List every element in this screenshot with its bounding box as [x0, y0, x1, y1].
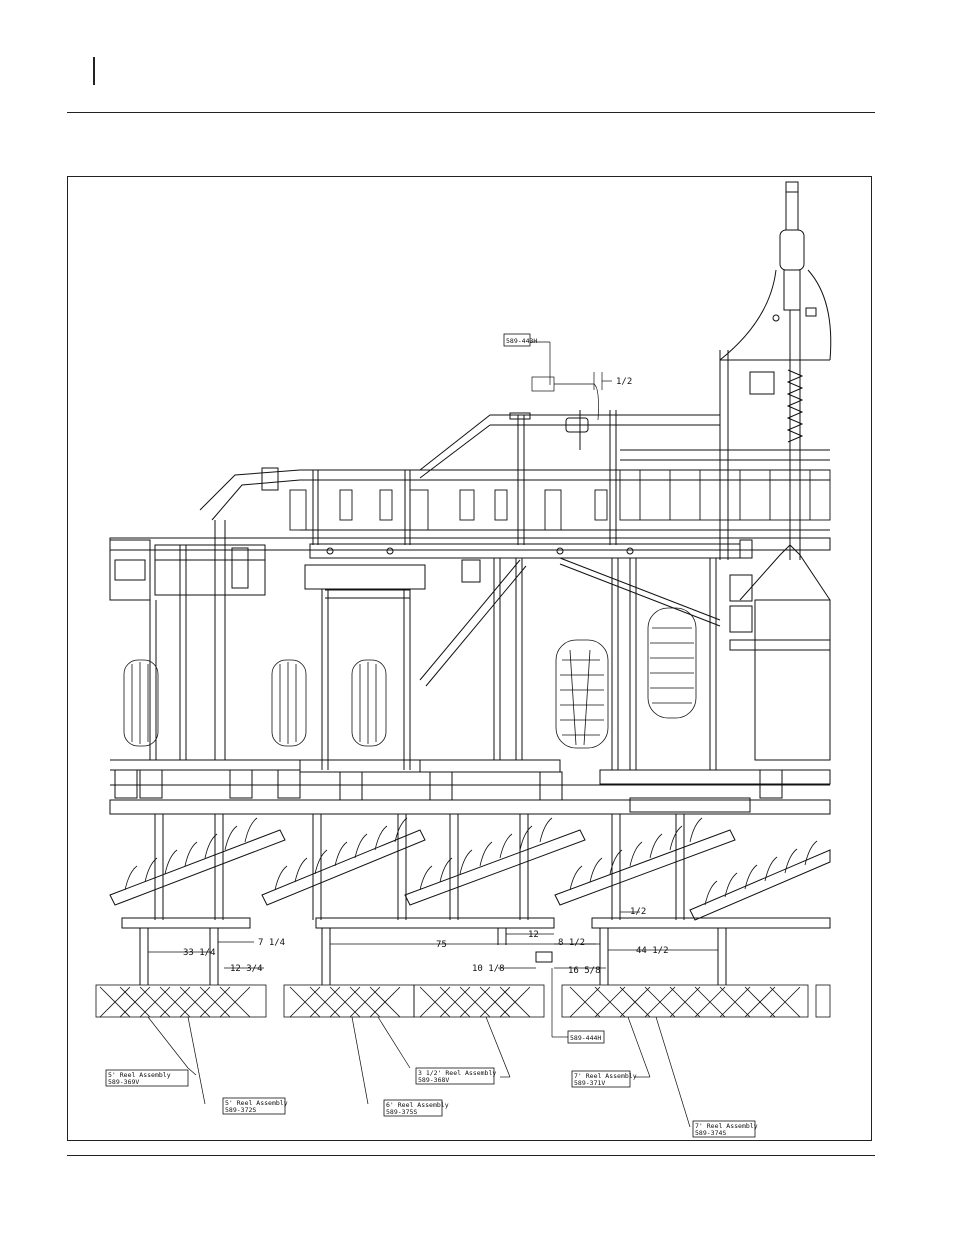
- left-wing: [110, 540, 300, 770]
- callout-part-mid: 589-444H: [570, 1034, 601, 1042]
- upper-frame: [200, 350, 830, 760]
- dim-7: 7 1/4: [258, 938, 285, 948]
- callout-part-top: 589-443H: [506, 337, 537, 345]
- lower-toolbar: [110, 760, 830, 814]
- reel-crossbars: [122, 918, 830, 985]
- dim-75: 75: [436, 940, 447, 950]
- assembly-5-part: 589-371V: [574, 1079, 605, 1087]
- assembly-6-part: 589-374S: [695, 1129, 726, 1137]
- assembly-3-part: 589-375S: [386, 1108, 417, 1116]
- dim-33: 33 1/4: [183, 948, 216, 958]
- center-section: [305, 545, 830, 770]
- callout-boxes: [106, 334, 755, 1137]
- reel-assemblies: [96, 985, 830, 1017]
- dim-8: 8 1/2: [558, 938, 585, 948]
- harrow-bars: [110, 818, 830, 920]
- shank-row-upper: [290, 470, 830, 530]
- hitch: [720, 182, 831, 560]
- dim-44: 44 1/2: [636, 946, 669, 956]
- support-posts: [313, 410, 616, 545]
- callout-leaders: [148, 342, 690, 1127]
- assembly-1-part: 589-369V: [108, 1078, 139, 1086]
- dim-10: 10 1/8: [472, 964, 505, 974]
- assembly-4-part: 589-368V: [418, 1076, 449, 1084]
- dim-12: 12: [528, 930, 539, 940]
- main-tube: [110, 538, 830, 558]
- assembly-2-part: 589-372S: [225, 1106, 256, 1114]
- dim-12-3: 12 3/4: [230, 964, 263, 974]
- dim-top-half: 1/2: [616, 377, 632, 387]
- dim-half-2: 1/2: [630, 907, 646, 917]
- dim-16: 16 5/8: [568, 966, 601, 976]
